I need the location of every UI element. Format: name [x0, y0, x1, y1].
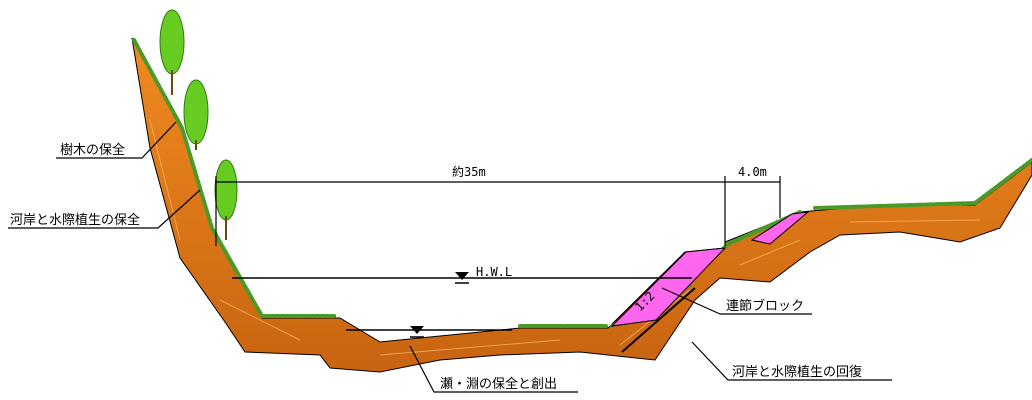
total-width-label: 約35m: [452, 164, 486, 179]
dimension-lines: [215, 176, 781, 246]
leader-lines: [8, 121, 892, 393]
block-label: 連節ブロック: [726, 298, 804, 314]
berm-width-label: 4.0m: [738, 165, 767, 179]
bank-vegetation-conservation-label: 河岸と水際植生の保全: [10, 212, 140, 228]
water-level-marks: [410, 272, 469, 338]
vegetation-strips: [132, 38, 1032, 328]
earth-cross-section: [131, 37, 1032, 373]
riffle-pool-label: 瀬・淵の保全と創出: [440, 376, 557, 392]
bank-vegetation-recovery-label: 河岸と水際植生の回復: [732, 364, 862, 380]
tree-trunks: [171, 70, 227, 240]
tree-conservation-label: 樹木の保全: [60, 142, 125, 158]
hwl-label: H.W.L: [476, 265, 512, 279]
trees: [159, 9, 238, 221]
block-revetment: [610, 211, 810, 353]
